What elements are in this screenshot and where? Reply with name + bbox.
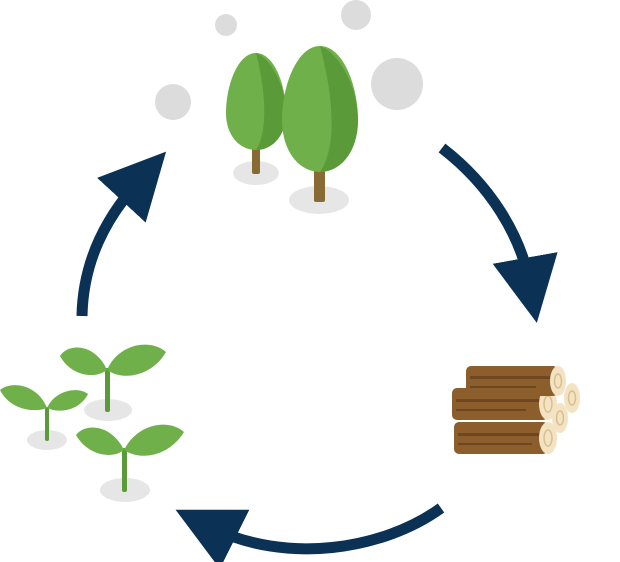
stage-forest [155,0,423,214]
seedling-stem [122,448,127,492]
tree-canopy-shade [320,46,358,172]
stage-seedlings [0,344,184,502]
bubble [371,58,423,110]
arrow-icon [175,503,445,562]
log-ring [543,429,553,447]
bubble [155,84,191,120]
tree-canopy-shade [256,53,286,150]
seedling-leaf [124,424,184,456]
arrow-icon [76,151,167,317]
seedling-leaf [47,390,88,411]
log [454,422,548,454]
trees-icon [155,0,423,214]
bubble [341,0,371,30]
log [466,366,558,396]
arrow-icon [438,143,558,323]
seedling-leaf [76,427,124,455]
seedling-leaf [107,344,166,376]
log-bark-stripe [456,399,540,402]
log-bark-stripe [470,376,550,379]
bubble [215,14,237,36]
stage-timber [452,366,580,454]
log-ring [553,373,563,389]
seedling-stem [45,407,49,441]
seedlings-icon [0,344,184,502]
log-ring [567,390,577,406]
log-bark-stripe [470,386,536,388]
seedling-leaf [60,347,107,376]
log-end [550,366,566,396]
seedling-leaf [0,385,47,411]
log-ring [555,410,565,426]
seedling-stem [105,368,110,412]
logs-icon [452,366,580,454]
log-bark-stripe [458,433,540,436]
log-end [564,383,580,413]
log-bark-stripe [456,409,526,411]
log-end [539,422,557,454]
log-bark-stripe [458,443,532,445]
